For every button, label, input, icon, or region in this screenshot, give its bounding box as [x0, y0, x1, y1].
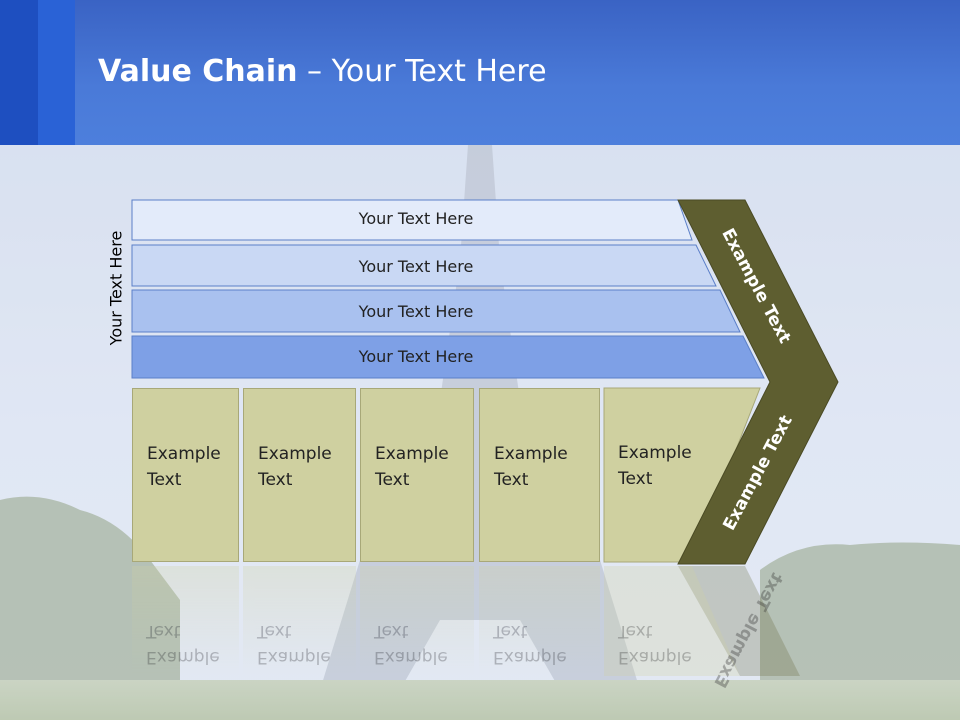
box-line2: Text [374, 621, 409, 641]
box-line1: Example [147, 444, 221, 464]
chain-bar-4 [131, 335, 765, 379]
box-line2: Text [493, 621, 528, 641]
header-band [0, 0, 960, 145]
chain-bar-label: Your Text Here [358, 302, 474, 321]
chevron-arrow [677, 199, 839, 565]
box-line1: Example [618, 443, 692, 463]
reflection-text: Example Text [374, 618, 448, 670]
box-reflection: Example Text [243, 566, 356, 676]
box-line2: Text [258, 470, 293, 490]
box-line2: Text [618, 469, 653, 489]
reflection-text: Example Text [493, 618, 567, 670]
box-line1: Example [374, 647, 448, 667]
slide-title: Value Chain – Your Text Here [98, 54, 547, 89]
box-line1: Example [375, 444, 449, 464]
header-accent-strip [38, 0, 75, 145]
box-reflection: Example Text [132, 566, 239, 676]
title-bold: Value Chain [98, 54, 298, 89]
chain-bar-label: Your Text Here [358, 347, 474, 366]
reflection-text: Example Text [146, 618, 220, 670]
box-line1: Example [258, 444, 332, 464]
box-reflection: Example Text [479, 566, 600, 676]
chain-bar-1 [131, 199, 693, 241]
box-line2: Text [618, 621, 653, 641]
chevron-reflection [678, 566, 800, 676]
box-line2: Text [494, 470, 529, 490]
reflection-text: Example Text [257, 618, 331, 670]
chain-bar-3 [131, 289, 741, 333]
chain-bar-label: Your Text Here [358, 257, 474, 276]
box-line2: Text [257, 621, 292, 641]
title-rest: – Your Text Here [297, 54, 547, 89]
chain-bar-2 [131, 244, 717, 287]
last-box-reflection [604, 566, 740, 676]
box-line1: Example [493, 647, 567, 667]
box-reflection: Example Text [360, 566, 474, 676]
chain-bar-label: Your Text Here [358, 209, 474, 228]
box-line1: Example [494, 444, 568, 464]
box-line2: Text [147, 470, 182, 490]
header-accent-strip [0, 0, 38, 145]
box-line2: Text [146, 621, 181, 641]
box-line1: Example [257, 647, 331, 667]
box-line1: Example [618, 647, 692, 667]
box-line1: Example [146, 647, 220, 667]
box-reflection: Example Text [604, 566, 692, 676]
reflection-text: Example Text [618, 618, 692, 670]
box-line2: Text [375, 470, 410, 490]
